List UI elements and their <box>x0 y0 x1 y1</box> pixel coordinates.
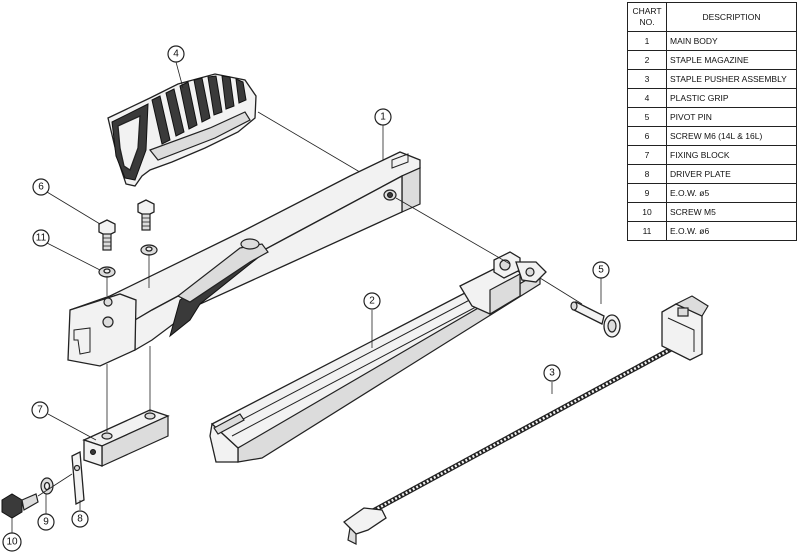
row-no: 2 <box>627 50 667 70</box>
callout-9: 9 <box>37 513 55 531</box>
callout-leaders <box>11 61 602 534</box>
screw-m5 <box>1 493 39 519</box>
callout-4: 4 <box>167 45 185 63</box>
svg-text:6: 6 <box>38 182 44 193</box>
fixing-block <box>82 409 170 467</box>
row-no: 8 <box>627 164 667 184</box>
row-no: 6 <box>627 126 667 146</box>
callout-8: 8 <box>71 510 89 528</box>
svg-text:11: 11 <box>36 233 47 244</box>
plastic-grip <box>107 73 257 187</box>
pivot-axis-ext <box>539 277 583 305</box>
staple-pusher-assembly <box>342 295 709 545</box>
callout-10: 10 <box>2 532 22 552</box>
callout-5: 5 <box>592 261 610 279</box>
screw-m5-axis <box>37 473 73 497</box>
svg-text:2: 2 <box>369 296 375 307</box>
callout-1: 1 <box>374 108 392 126</box>
row-description: SCREW M6 (14L & 16L) <box>666 126 797 146</box>
row-description: E.O.W. ø5 <box>666 183 797 203</box>
row-no: 11 <box>627 221 667 241</box>
row-no: 9 <box>627 183 667 203</box>
parts-table-header: CHART NO. DESCRIPTION <box>627 2 797 32</box>
eow-washer-6-left <box>98 266 116 278</box>
row-description: DRIVER PLATE <box>666 164 797 184</box>
row-description: PIVOT PIN <box>666 107 797 127</box>
row-description: STAPLE MAGAZINE <box>666 50 797 70</box>
row-no: 4 <box>627 88 667 108</box>
grip-assembly-line <box>257 111 371 179</box>
callout-3: 3 <box>543 364 561 382</box>
callout-2: 2 <box>363 292 381 310</box>
callout-11: 11 <box>32 229 50 247</box>
row-no: 1 <box>627 31 667 51</box>
eow-washer-6-right <box>140 244 158 256</box>
svg-text:7: 7 <box>37 405 43 416</box>
screw-m6-right <box>137 199 155 231</box>
header-description: DESCRIPTION <box>666 2 797 32</box>
driver-plate <box>71 450 85 506</box>
header-chart-no: CHART NO. <box>627 2 667 32</box>
row-no: 3 <box>627 69 667 89</box>
callout-7: 7 <box>31 401 49 419</box>
svg-text:9: 9 <box>43 517 49 528</box>
svg-text:10: 10 <box>6 537 18 548</box>
row-description: FIXING BLOCK <box>666 145 797 165</box>
svg-text:8: 8 <box>77 514 83 525</box>
row-description: E.O.W. ø6 <box>666 221 797 241</box>
screw-m6-left <box>98 219 116 251</box>
callout-6: 6 <box>32 178 50 196</box>
row-no: 5 <box>627 107 667 127</box>
row-description: SCREW M5 <box>666 202 797 222</box>
row-no: 7 <box>627 145 667 165</box>
row-description: PLASTIC GRIP <box>666 88 797 108</box>
main-body <box>67 151 421 367</box>
pivot-pin <box>570 301 621 338</box>
svg-text:4: 4 <box>173 49 179 60</box>
row-description: MAIN BODY <box>666 31 797 51</box>
row-no: 10 <box>627 202 667 222</box>
eow-washer-5 <box>40 477 54 495</box>
staple-magazine <box>209 251 547 463</box>
row-description: STAPLE PUSHER ASSEMBLY <box>666 69 797 89</box>
svg-text:1: 1 <box>380 112 386 123</box>
pivot-axis <box>395 197 511 265</box>
svg-text:3: 3 <box>549 368 555 379</box>
svg-text:5: 5 <box>598 265 604 276</box>
